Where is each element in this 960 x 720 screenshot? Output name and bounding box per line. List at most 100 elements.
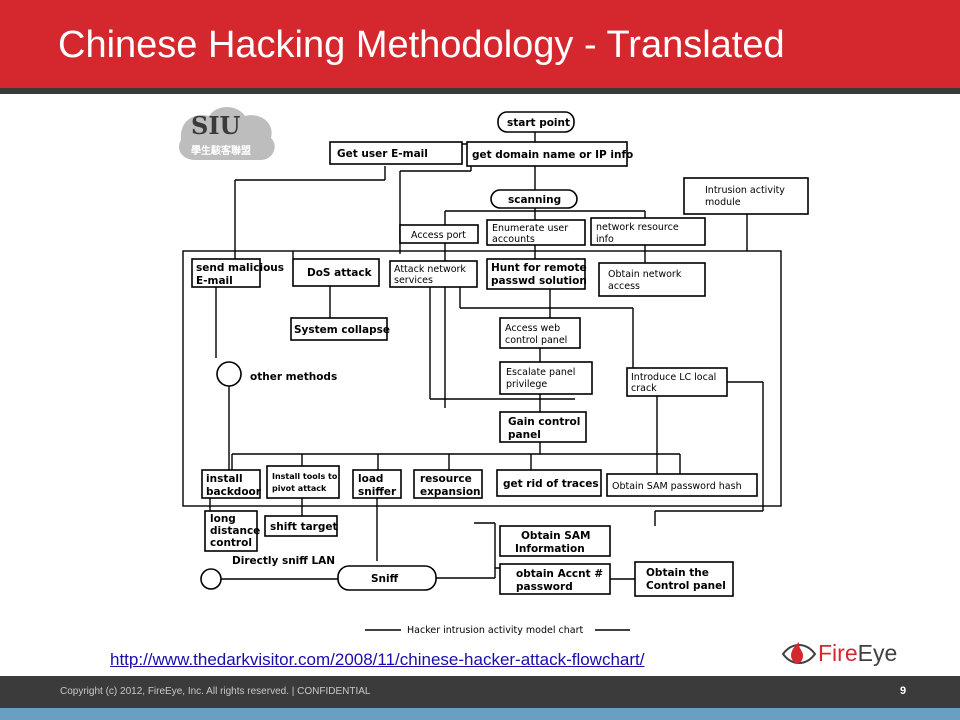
- svg-text:Access web: Access web: [505, 323, 560, 334]
- svg-text:Obtain SAM password hash: Obtain SAM password hash: [612, 481, 742, 492]
- svg-text:obtain Accnt #: obtain Accnt #: [516, 568, 603, 580]
- svg-text:Sniff: Sniff: [371, 573, 399, 585]
- svg-text:passwd solution: passwd solution: [491, 275, 587, 287]
- node-obtain-sam-info: Obtain SAM Information: [499, 525, 611, 557]
- svg-text:info: info: [596, 234, 614, 245]
- svg-text:Hacker intrusion activity mode: Hacker intrusion activity model chart: [407, 625, 583, 636]
- title-bar: Chinese Hacking Methodology - Translated: [0, 0, 960, 94]
- svg-text:Gain control: Gain control: [508, 416, 580, 428]
- node-install-backdoor: install backdoor: [201, 469, 262, 499]
- node-long-distance-control: long distance control: [204, 510, 260, 552]
- siu-logo: SIU 學生駭客聯盟: [178, 107, 275, 160]
- node-escalate-privilege: Escalate panel privilege: [499, 361, 593, 395]
- node-gain-control-panel: Gain control panel: [499, 411, 587, 443]
- node-dos-attack: DoS attack: [292, 258, 380, 287]
- node-obtain-control-panel: Obtain the Control panel: [634, 561, 734, 597]
- connector-lines: [209, 131, 764, 580]
- node-get-domain: get domain name or IP info: [466, 141, 633, 167]
- svg-text:Access port: Access port: [411, 230, 466, 241]
- svg-text:other methods: other methods: [250, 371, 337, 383]
- fireeye-wordmark: FireEye: [818, 640, 897, 667]
- svg-text:pivot attack: pivot attack: [272, 484, 327, 493]
- node-network-resource: network resource info: [590, 217, 706, 246]
- node-access-port: Access port: [399, 224, 479, 244]
- node-access-web-panel: Access web control panel: [499, 317, 581, 349]
- footer-bar: Copyright (c) 2012, FireEye, Inc. All ri…: [0, 676, 960, 708]
- slide-title: Chinese Hacking Methodology - Translated: [58, 24, 785, 66]
- svg-text:Obtain network: Obtain network: [608, 269, 682, 280]
- svg-text:control panel: control panel: [505, 335, 567, 346]
- svg-text:sniffer: sniffer: [358, 486, 397, 498]
- svg-text:Install tools to: Install tools to: [272, 472, 338, 481]
- svg-text:shift target: shift target: [270, 521, 338, 533]
- svg-text:long: long: [210, 513, 236, 525]
- svg-text:backdoor: backdoor: [206, 486, 262, 498]
- flowchart-diagram: SIU 學生駭客聯盟: [175, 96, 825, 641]
- svg-text:Introduce LC local: Introduce LC local: [631, 372, 716, 383]
- node-start-point: start point: [497, 111, 575, 133]
- node-sniff: Sniff: [337, 565, 437, 591]
- svg-text:Obtain the: Obtain the: [646, 567, 709, 579]
- svg-text:Information: Information: [515, 543, 585, 555]
- node-introduce-lc-crack: Introduce LC local crack: [626, 367, 728, 397]
- fireeye-wordmark-fire: Fire: [818, 640, 858, 666]
- svg-text:Hunt for remote: Hunt for remote: [491, 262, 587, 274]
- node-start-circle: [200, 568, 222, 590]
- svg-text:password: password: [516, 581, 573, 593]
- svg-text:resource: resource: [420, 473, 472, 485]
- svg-text:get domain name or IP info: get domain name or IP info: [472, 149, 633, 161]
- node-shift-target: shift target: [264, 515, 338, 537]
- svg-text:crack: crack: [631, 383, 657, 394]
- svg-text:Escalate panel: Escalate panel: [506, 367, 575, 378]
- node-obtain-sam-hash: Obtain SAM password hash: [606, 473, 758, 497]
- svg-text:privilege: privilege: [506, 379, 547, 390]
- svg-text:Intrusion activity: Intrusion activity: [705, 185, 785, 196]
- node-get-rid-of-traces: get rid of traces: [496, 469, 602, 497]
- fireeye-eye-icon: [781, 642, 817, 664]
- node-scanning: scanning: [490, 189, 578, 209]
- svg-text:start point: start point: [507, 117, 570, 129]
- copyright-text: Copyright (c) 2012, FireEye, Inc. All ri…: [60, 686, 371, 697]
- svg-text:Attack network: Attack network: [394, 264, 466, 275]
- node-directly-sniff-lan: Directly sniff LAN: [232, 555, 335, 567]
- node-load-sniffer: load sniffer: [352, 469, 402, 499]
- siu-logo-text: SIU: [191, 111, 241, 140]
- node-system-collapse: System collapse: [290, 317, 390, 341]
- node-intrusion-module: Intrusion activity module: [683, 177, 809, 215]
- node-hunt-remote-passwd: Hunt for remote passwd solution: [486, 258, 587, 290]
- siu-logo-subtext: 學生駭客聯盟: [191, 144, 251, 157]
- node-other-methods: other methods: [216, 361, 337, 387]
- fireeye-logo: FireEye: [780, 636, 920, 676]
- svg-text:access: access: [608, 281, 640, 292]
- svg-text:send malicious: send malicious: [196, 262, 284, 274]
- node-send-malicious-email: send malicious E-mail: [191, 258, 284, 288]
- page-number: 9: [900, 685, 907, 697]
- node-obtain-network-access: Obtain network access: [598, 262, 706, 297]
- outer-frame: [182, 250, 782, 507]
- svg-text:DoS attack: DoS attack: [307, 267, 373, 279]
- svg-text:Control panel: Control panel: [646, 580, 726, 592]
- source-url-link[interactable]: http://www.thedarkvisitor.com/2008/11/ch…: [110, 650, 645, 669]
- svg-text:expansion: expansion: [420, 486, 481, 498]
- svg-text:load: load: [358, 473, 383, 485]
- svg-text:scanning: scanning: [508, 194, 561, 206]
- node-install-tools-pivot: Install tools to pivot attack: [266, 465, 340, 499]
- diagram-caption: Hacker intrusion activity model chart: [365, 625, 630, 636]
- svg-text:Enumerate user: Enumerate user: [492, 223, 568, 234]
- node-resource-expansion: resource expansion: [413, 469, 483, 499]
- svg-text:Directly sniff LAN: Directly sniff LAN: [232, 555, 335, 567]
- node-obtain-account-password: obtain Accnt # password: [499, 563, 611, 595]
- svg-text:E-mail: E-mail: [196, 275, 233, 287]
- title-bar-shadow: [0, 88, 960, 94]
- svg-text:Get user E-mail: Get user E-mail: [337, 148, 428, 160]
- footer-strip: [0, 708, 960, 720]
- svg-text:get rid of traces: get rid of traces: [503, 478, 599, 490]
- fireeye-wordmark-eye: Eye: [857, 640, 898, 666]
- node-enumerate-users: Enumerate user accounts: [486, 219, 586, 246]
- node-attack-network-services: Attack network services: [389, 260, 478, 288]
- svg-text:control: control: [210, 537, 252, 549]
- svg-text:module: module: [705, 197, 741, 208]
- svg-text:accounts: accounts: [492, 234, 535, 245]
- svg-text:Obtain SAM: Obtain SAM: [521, 530, 590, 542]
- svg-text:System collapse: System collapse: [294, 324, 390, 336]
